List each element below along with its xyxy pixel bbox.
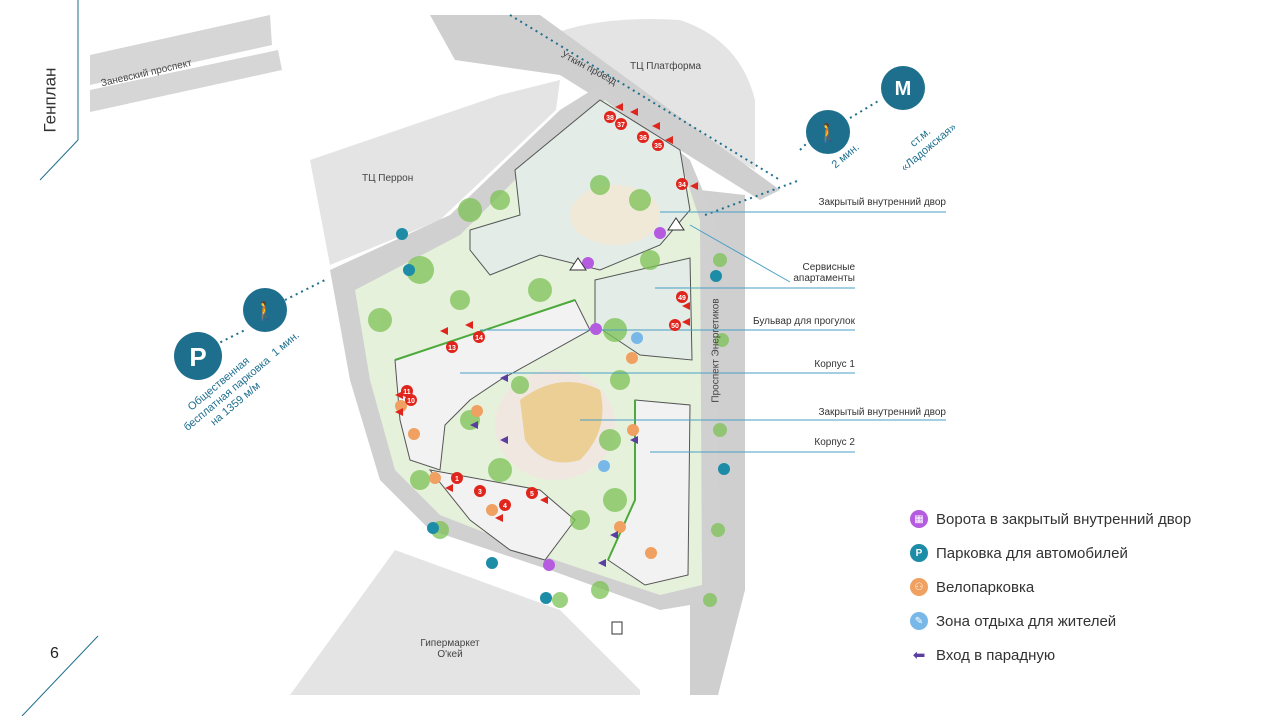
entrance-number-marker: 50 [669, 319, 681, 331]
legend-label: Велопарковка [936, 578, 1035, 596]
entrance-number-marker: 37 [615, 118, 627, 130]
entrance-number-marker: 1 [451, 472, 463, 484]
entrance-number-text: 1 [455, 476, 459, 483]
entrance-number-text: 36 [639, 135, 647, 142]
page-title-text: Генплан [40, 67, 60, 133]
entrance-number-text: 50 [671, 323, 679, 330]
callout-closed-courtyard-top: Закрытый внутренний двор [818, 197, 946, 208]
legend-label: Парковка для автомобилей [936, 544, 1128, 562]
legend-label: Ворота в закрытый внутренний двор [936, 510, 1192, 528]
callout-boulevard: Бульвар для прогулок [753, 316, 855, 327]
page-number: 6 [50, 645, 59, 662]
entrance-number-marker: 49 [676, 291, 688, 303]
entrance-number-marker: 14 [473, 331, 485, 343]
entrance-number-marker: 3 [474, 485, 486, 497]
entrance-number-text: 10 [407, 398, 415, 405]
entrance-number-text: 4 [503, 503, 507, 510]
parking-icon: P [910, 544, 928, 562]
place-label-tc-platforma: ТЦ Платформа [630, 61, 702, 72]
callout-closed-courtyard-inner: Закрытый внутренний двор [818, 407, 946, 418]
entrance-number-marker: 5 [526, 487, 538, 499]
entrance-number-marker: 34 [676, 178, 688, 190]
place-label-tc-perron: ТЦ Перрон [362, 173, 414, 184]
metro-icon [881, 66, 925, 110]
legend-item-bike: ⚇ Велопарковка [910, 570, 1250, 604]
svg-text:P: P [189, 342, 206, 372]
entrance-number-text: 3 [478, 489, 482, 496]
place-label-hypermarket: Гипермаркет О'кей [420, 638, 480, 660]
entrance-number-text: 38 [606, 115, 614, 122]
legend-item-parking: P Парковка для автомобилей [910, 536, 1250, 570]
entrance-number-text: 35 [654, 143, 662, 150]
entrance-number-marker: 35 [652, 139, 664, 151]
callout-korpus-1: Корпус 1 [814, 359, 855, 370]
legend-label: Зона отдыха для жителей [936, 612, 1117, 630]
entrance-arrow-icon: ⬅ [912, 647, 926, 664]
svg-text:M: M [895, 78, 912, 100]
entrance-number-text: 13 [448, 345, 456, 352]
legend: ▦ Ворота в закрытый внутренний двор P Па… [910, 502, 1250, 672]
public-parking-icon [174, 332, 222, 380]
legend-item-rest: ✎ Зона отдыха для жителей [910, 604, 1250, 638]
entrance-number-text: 49 [678, 295, 686, 302]
entrance-number-marker: 11 [401, 385, 413, 397]
entrance-number-marker: 10 [405, 394, 417, 406]
entrance-number-text: 14 [475, 335, 483, 342]
rest-zone-icon: ✎ [910, 612, 928, 630]
svg-text:🚶: 🚶 [817, 122, 839, 144]
entrance-number-marker: 4 [499, 499, 511, 511]
entrance-number-text: 34 [678, 182, 686, 189]
entrance-number-text: 11 [403, 389, 411, 396]
legend-item-gate: ▦ Ворота в закрытый внутренний двор [910, 502, 1250, 536]
entrance-number-text: 37 [617, 122, 625, 129]
entrance-number-marker: 38 [604, 111, 616, 123]
legend-item-entrance: ⬅ Вход в парадную [910, 638, 1250, 672]
road-label-energetikov: Проспект Энергетиков [710, 298, 722, 403]
walk-icon-parking [243, 288, 287, 332]
entrance-number-marker: 36 [637, 131, 649, 143]
entrance-number-marker: 13 [446, 341, 458, 353]
callout-korpus-2: Корпус 2 [814, 437, 855, 448]
page-title: Генплан [40, 60, 70, 140]
svg-text:🚶: 🚶 [254, 300, 276, 322]
walk-icon-metro [806, 110, 850, 154]
callout-service-apartments: Сервисные апартаменты [793, 262, 855, 284]
legend-label: Вход в парадную [936, 646, 1056, 664]
entrance-number-text: 5 [530, 491, 534, 498]
bike-parking-icon: ⚇ [910, 578, 928, 596]
gate-icon: ▦ [910, 510, 928, 528]
